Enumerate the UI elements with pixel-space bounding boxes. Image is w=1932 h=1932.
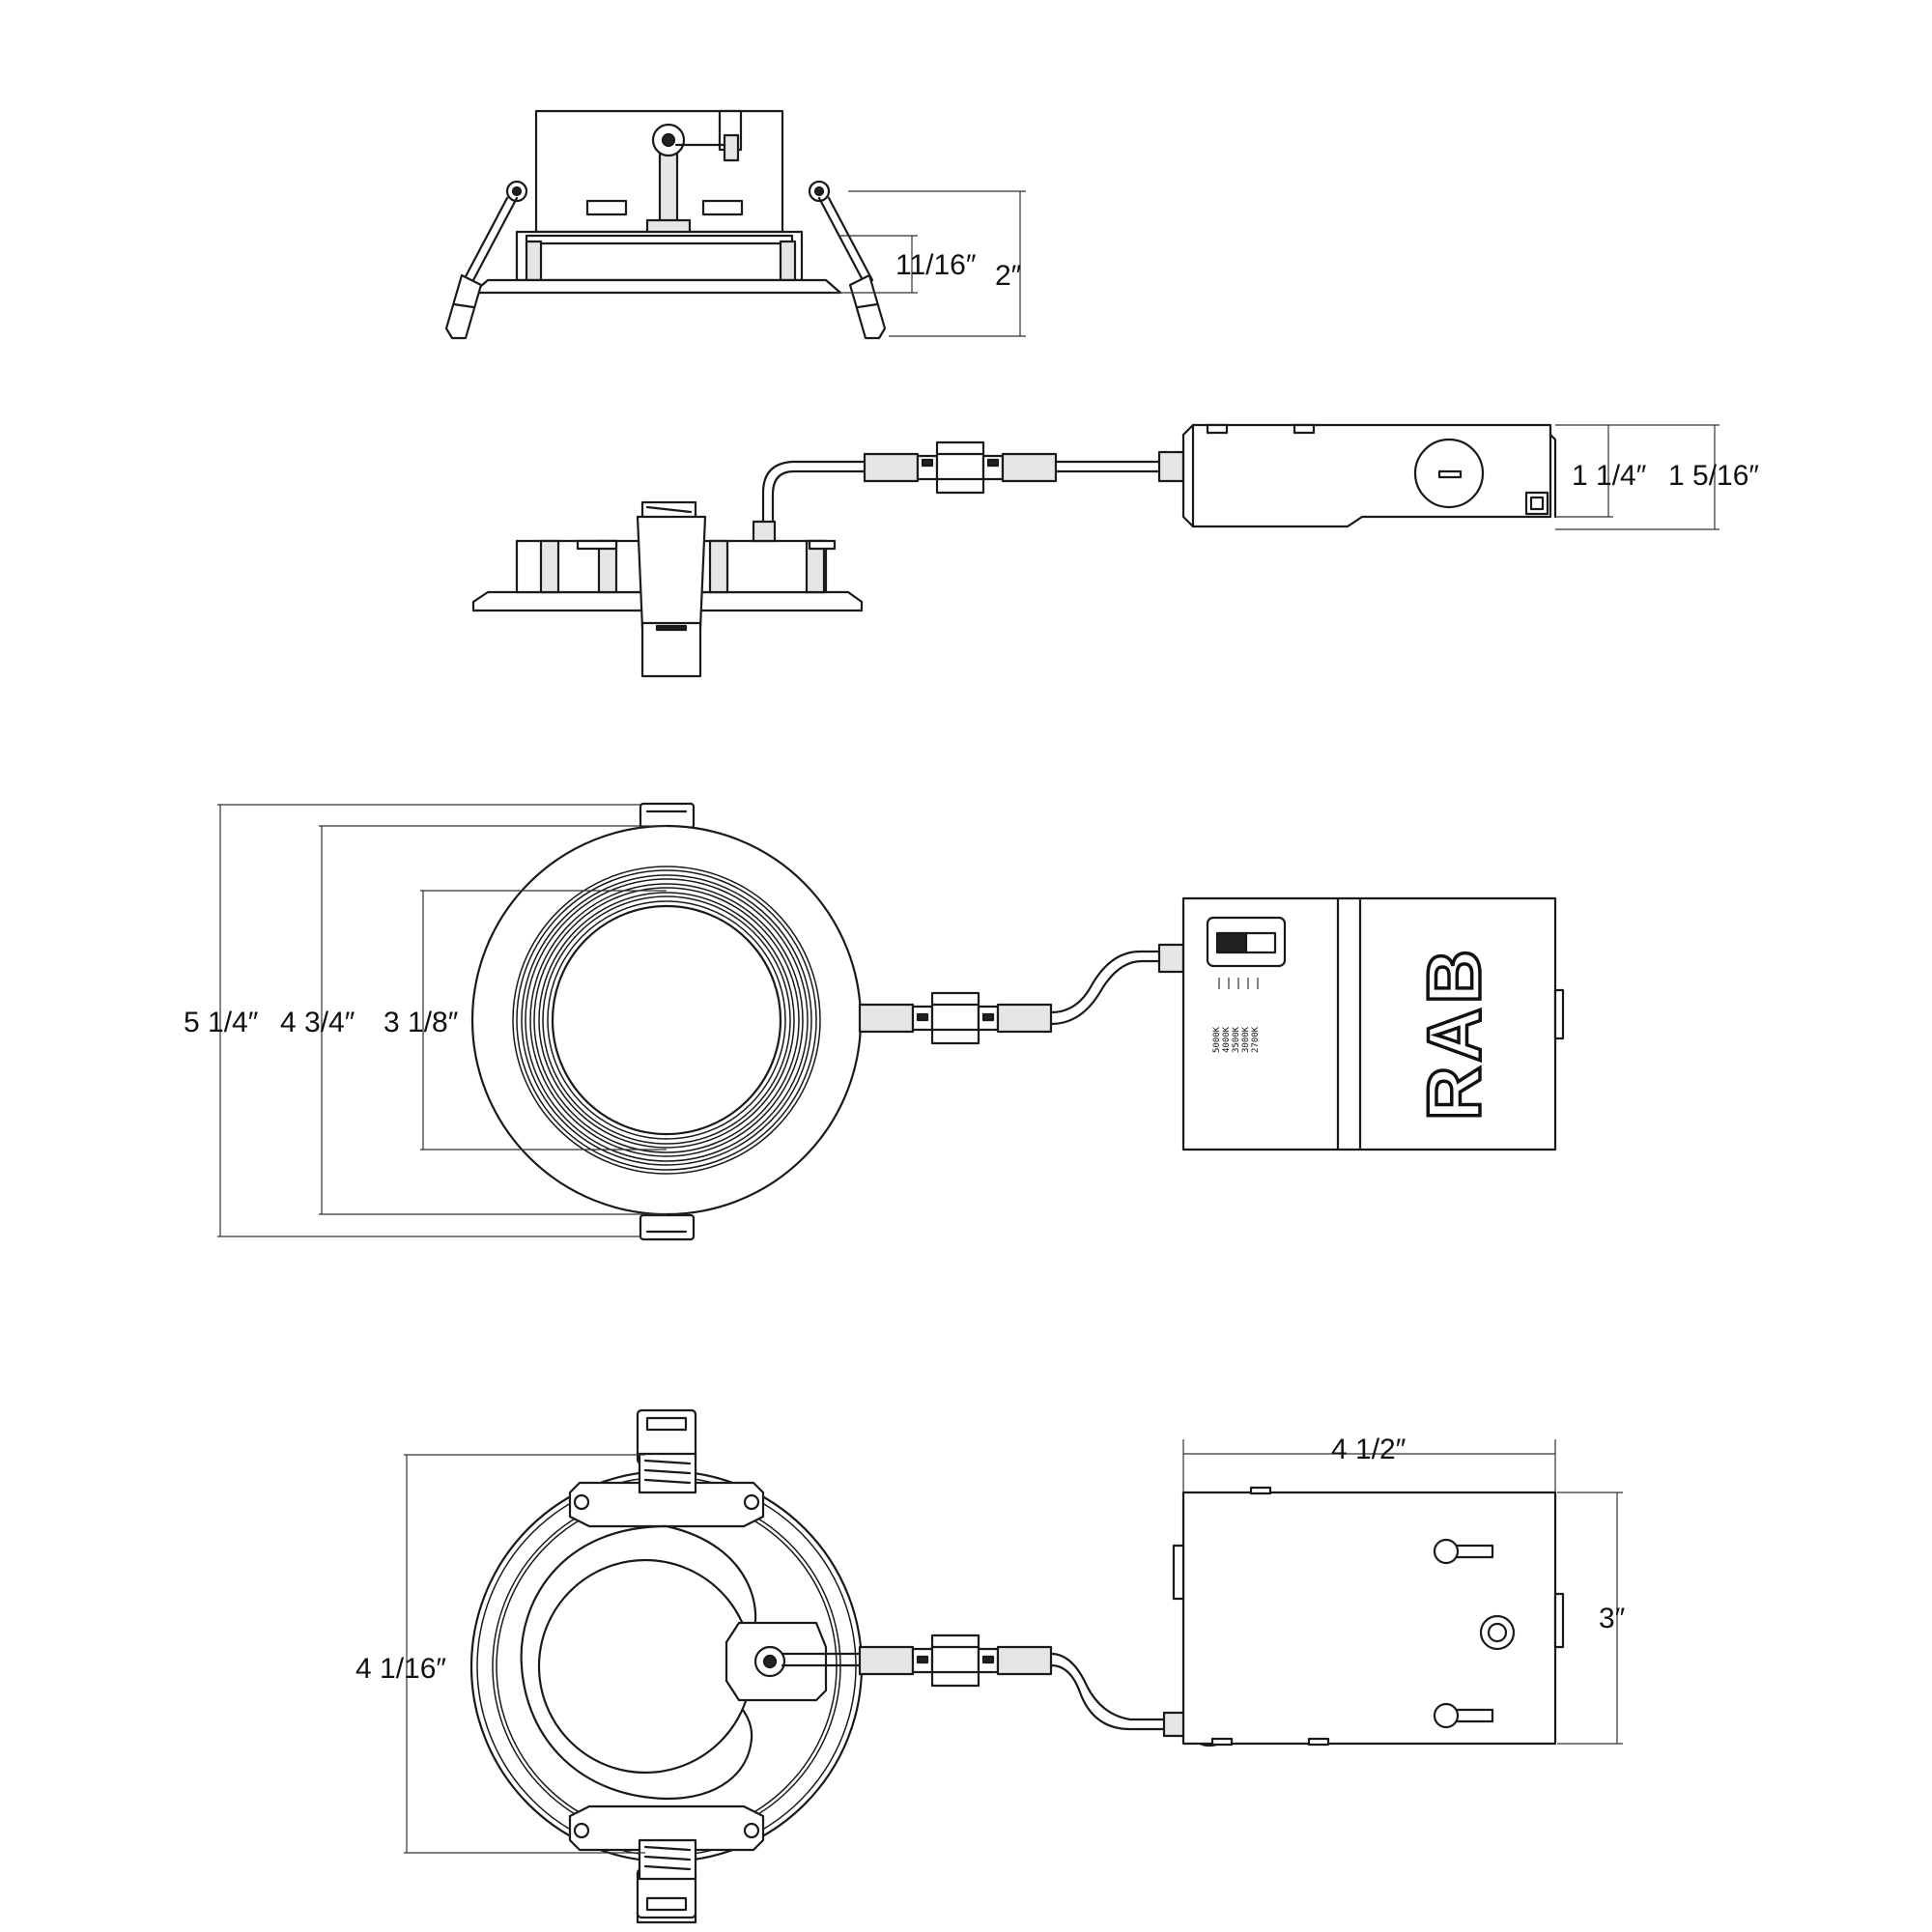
dim-side-trim-height: 11/16″ (895, 249, 977, 281)
dim-driver-height-outer: 1 5/16″ (1668, 460, 1759, 492)
dim-driver-width: 3″ (1599, 1603, 1626, 1634)
cct-option-4000k: 4000K (1222, 1026, 1232, 1053)
cct-option-list: 5000K 4000K 3500K 3000K 2700K (1212, 1026, 1261, 1053)
dim-front-aperture-dia: 3 1/8″ (384, 1007, 459, 1038)
rab-logo: RAB (1411, 946, 1496, 1121)
back-view: 4 1/16″ 4 1/2″ 3″ (355, 1408, 1626, 1924)
dim-front-outer-dia: 5 1/4″ (184, 1007, 259, 1038)
cct-option-3000k: 3000K (1241, 1026, 1251, 1053)
cct-option-5000k: 5000K (1212, 1026, 1222, 1053)
side-view-with-driver: 1 1/4″ 1 5/16″ (471, 423, 1759, 678)
side-elevation-view: 11/16″ 2″ (444, 109, 1026, 340)
cct-option-3500k: 3500K (1232, 1026, 1241, 1053)
cct-option-2700k: 2700K (1251, 1026, 1261, 1053)
front-trim-view: 5000K 4000K 3500K 3000K 2700K RAB 5 1/4″… (184, 802, 1565, 1241)
dim-driver-length: 4 1/2″ (1331, 1434, 1406, 1465)
dim-driver-height-inner: 1 1/4″ (1572, 460, 1647, 492)
dim-front-trim-dia: 4 3/4″ (280, 1007, 355, 1038)
dim-side-total-height: 2″ (995, 260, 1022, 292)
dim-back-housing-dia: 4 1/16″ (355, 1653, 446, 1685)
